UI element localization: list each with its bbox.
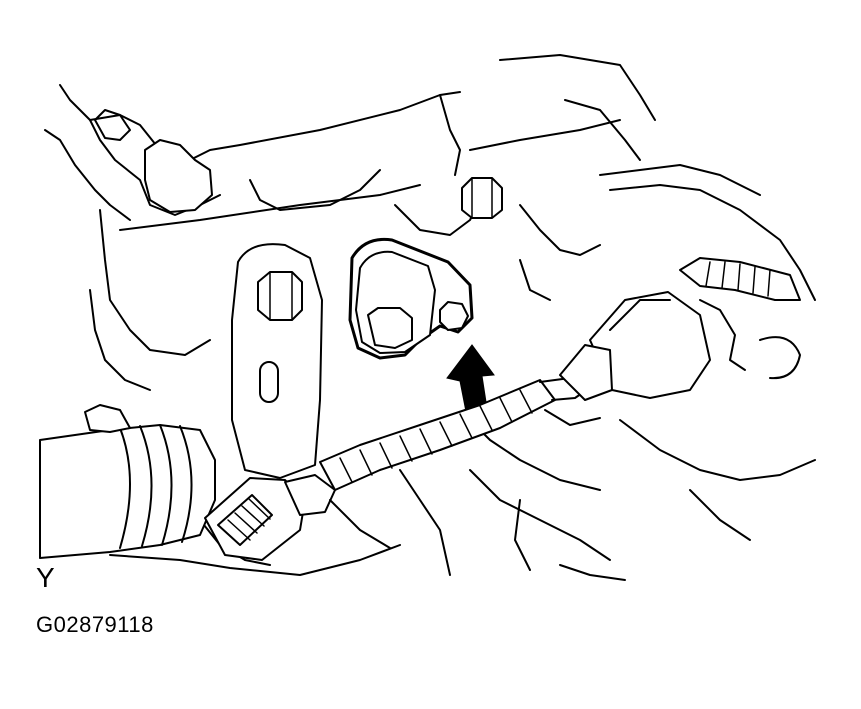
view-label: Y bbox=[36, 562, 55, 593]
mounting-boss bbox=[94, 109, 213, 213]
wire-harness bbox=[319, 349, 613, 491]
lower-casing bbox=[109, 499, 626, 581]
bracket-arm bbox=[231, 243, 323, 479]
lower-connector bbox=[204, 474, 336, 561]
left-hose bbox=[39, 404, 216, 559]
engine-block bbox=[44, 54, 816, 576]
sensor-unit bbox=[348, 237, 474, 360]
right-connector bbox=[559, 257, 801, 401]
upper-bolt bbox=[461, 177, 503, 219]
figure-code: G02879118 bbox=[36, 612, 154, 637]
